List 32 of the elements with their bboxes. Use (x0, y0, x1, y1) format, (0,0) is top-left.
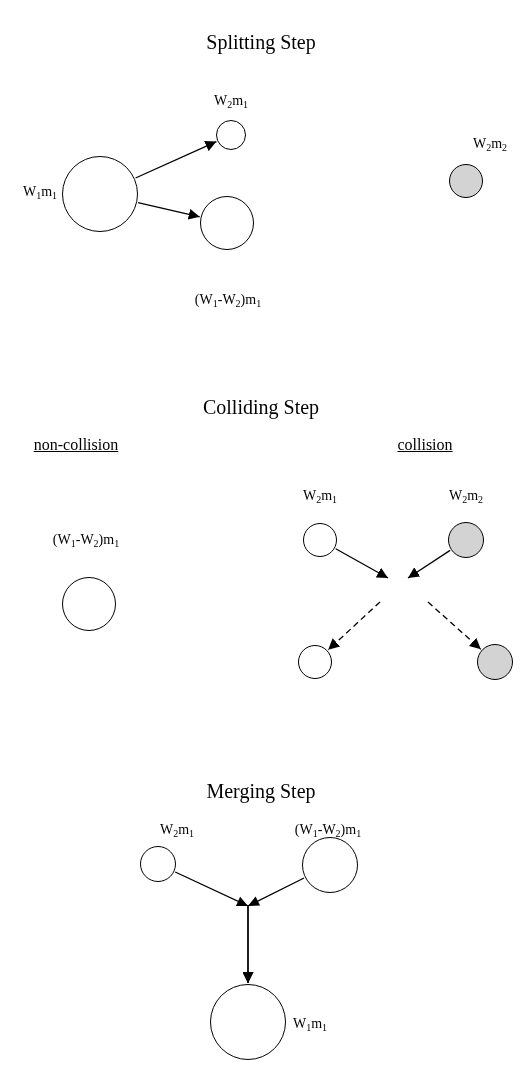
section-heading: Merging Step (206, 779, 316, 803)
circle (140, 846, 176, 882)
section-heading: Colliding Step (202, 395, 320, 419)
node-label: (W$_{1}$-W$_{2}$)m$_{1}$ (294, 821, 362, 839)
circle (449, 164, 483, 198)
circle (298, 645, 332, 679)
circle (448, 522, 484, 558)
node-label: (W$_{1}$-W$_{2}$)m$_{1}$ (194, 291, 262, 309)
arrow (137, 202, 201, 220)
node-label: W$_{2}$m$_{2}$ (448, 487, 484, 505)
arrow (242, 877, 305, 984)
node-label: (W$_{1}$-W$_{2}$)m$_{1}$ (52, 531, 120, 549)
circle (216, 120, 246, 150)
arrow (327, 601, 381, 651)
node-label: W$_{2}$m$_{1}$ (213, 92, 249, 110)
node-label: W$_{1}$m$_{1}$ (292, 1015, 328, 1033)
circle (477, 644, 513, 680)
section-heading: Splitting Step (206, 30, 316, 54)
section-subheading: collision (397, 436, 453, 454)
circle (303, 523, 337, 557)
circle (200, 196, 254, 250)
node-label: W$_{1}$m$_{1}$ (22, 183, 58, 201)
arrow (134, 140, 218, 179)
arrow (427, 601, 482, 650)
node-label: W$_{2}$m$_{1}$ (302, 487, 338, 505)
circle (302, 837, 358, 893)
node-label: W$_{2}$m$_{2}$ (472, 135, 508, 153)
arrow (335, 548, 389, 579)
node-label: W$_{2}$m$_{1}$ (159, 821, 195, 839)
circle (62, 577, 116, 631)
section-subheading: non-collision (33, 436, 119, 454)
arrow (407, 549, 451, 579)
